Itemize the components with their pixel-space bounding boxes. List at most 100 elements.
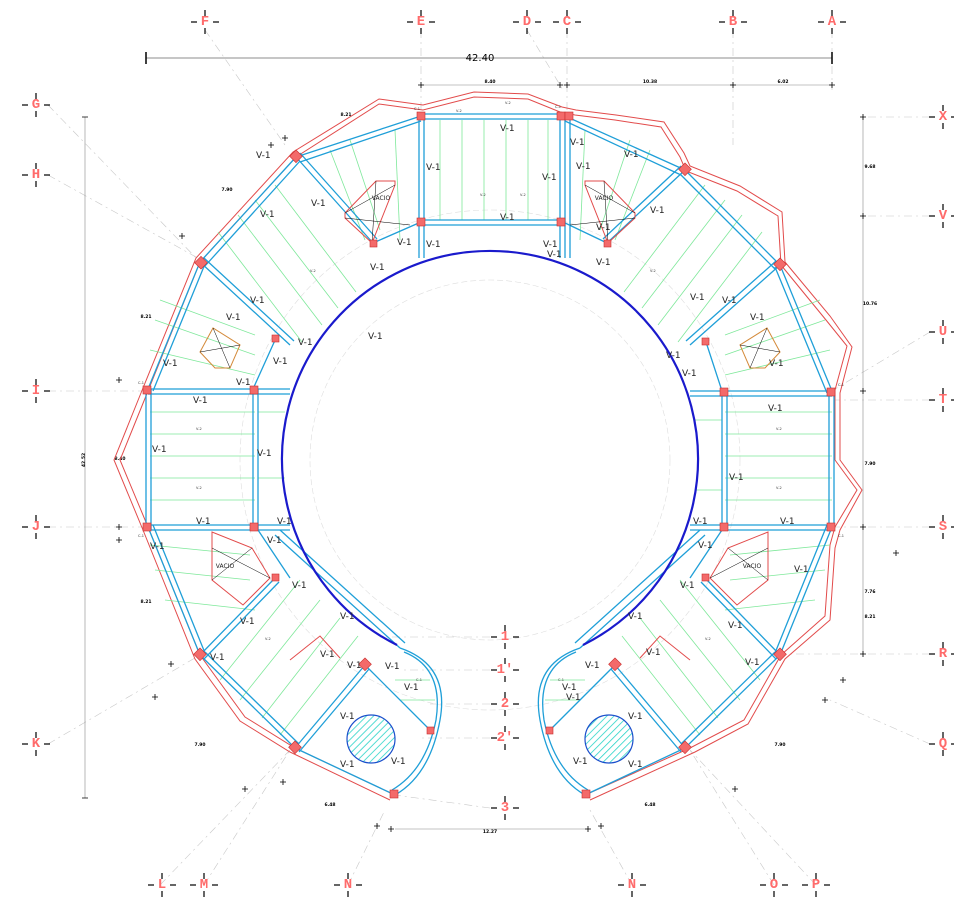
axis-label-A: A	[828, 14, 837, 30]
circular-shafts	[346, 714, 634, 764]
beam-label: V-1	[780, 517, 795, 527]
axis-marker-U: U	[929, 320, 954, 344]
beam-label: V-1	[794, 565, 809, 575]
beam-label: V-1	[196, 517, 211, 527]
central-void-ring	[280, 249, 700, 646]
axis-marker-N-right: N	[618, 873, 646, 897]
axis-label-C: C	[563, 14, 572, 30]
axis-marker-Q: Q	[929, 732, 954, 756]
dim-right-5: 8.21	[864, 614, 875, 620]
bottom-axis-labels: L M N N O P	[148, 873, 830, 897]
dim-left-bottom: 7.90	[194, 742, 205, 748]
reference-circles	[239, 209, 741, 711]
axis-marker-2: 2	[491, 692, 519, 716]
column-label: C-1	[838, 383, 844, 387]
beam-label: V-1	[500, 213, 515, 223]
beam-label: V-1	[682, 369, 697, 379]
beam-label: V-1	[370, 263, 385, 273]
beam-label: V-1	[576, 162, 591, 172]
beam-label: V-1	[624, 150, 639, 160]
axis-label-O: O	[770, 877, 778, 893]
axis-label-N-right: N	[628, 877, 636, 893]
column-label: C-1	[138, 381, 144, 385]
dim-right-4: 7.76	[864, 589, 875, 595]
dim-top-3: 6.02	[777, 79, 788, 85]
beam-label: V-1	[666, 351, 681, 361]
joist-label: V-2	[196, 486, 202, 490]
beam-label: V-1	[769, 359, 784, 369]
axis-label-G: G	[32, 97, 40, 113]
axis-label-E: E	[417, 14, 425, 30]
joist-label: V-2	[265, 637, 271, 641]
dim-right-3: 7.90	[864, 461, 875, 467]
column-label: C-1	[416, 678, 422, 682]
circular-shaft-right	[584, 714, 634, 764]
axis-label-F: F	[201, 14, 209, 30]
beam-label: V-1	[277, 517, 292, 527]
axis-marker-S: S	[929, 515, 954, 539]
axis-label-M: M	[200, 877, 208, 893]
beam-label: V-1	[320, 650, 335, 660]
beam-label: V-1	[368, 332, 383, 342]
axis-marker-K: K	[22, 732, 50, 756]
axis-label-1prime: 1'	[497, 662, 514, 678]
joist-label: V-2	[776, 427, 782, 431]
beam-label: V-1	[693, 517, 708, 527]
dim-bottom-right: 6.48	[644, 802, 655, 808]
axis-marker-G: G	[22, 93, 50, 117]
beam-label: V-1	[260, 210, 275, 220]
beam-label: V-1	[566, 693, 581, 703]
axis-label-H: H	[32, 167, 40, 183]
axis-label-1: 1	[501, 629, 509, 645]
axis-marker-V: V	[929, 204, 954, 228]
axis-label-2: 2	[501, 696, 509, 712]
dim-left-upper-1: 8.21	[340, 112, 351, 118]
beam-label: V-1	[745, 658, 760, 668]
left-axis-labels: G H I J K	[22, 93, 50, 756]
beam-label: V-1	[768, 404, 783, 414]
axis-label-L: L	[158, 877, 166, 893]
axis-label-T: T	[939, 392, 947, 408]
beam-label: V-1	[292, 581, 307, 591]
beam-label: V-1	[267, 536, 282, 546]
beam-label: V-1	[690, 293, 705, 303]
beam-label: V-1	[226, 313, 241, 323]
beam-label: V-1	[397, 238, 412, 248]
beam-label: V-1	[628, 712, 643, 722]
axis-label-X: X	[939, 109, 948, 125]
beam-label: V-1	[273, 357, 288, 367]
beam-label: V-1	[426, 240, 441, 250]
overall-dimension-label: 42.40	[466, 53, 495, 64]
primary-beams	[145, 113, 835, 796]
axis-label-2prime: 2'	[497, 730, 514, 746]
beam-label: V-1	[596, 258, 611, 268]
joist-label: V-2	[650, 269, 656, 273]
axis-marker-3: 3	[491, 796, 519, 820]
beam-label: V-1	[585, 661, 600, 671]
beam-label: V-1	[193, 396, 208, 406]
columns	[142, 111, 836, 799]
beam-labels: V-1 V-1 V-1 V-1 V-1 V-1 V-1 V-1 V-1 V-1 …	[150, 124, 809, 770]
axis-label-V: V	[939, 208, 948, 224]
beam-label: V-1	[404, 683, 419, 693]
vacio-openings: VACIO VACIO VACIO VACIO	[199, 180, 781, 661]
column-label: C-1	[555, 105, 561, 109]
axis-marker-R: R	[929, 642, 954, 666]
beam-label: V-1	[311, 199, 326, 209]
beam-label: V-1	[750, 313, 765, 323]
beam-label: V-1	[257, 449, 272, 459]
axis-label-K: K	[32, 736, 41, 752]
axis-marker-1prime: 1'	[491, 658, 519, 682]
beam-label: V-1	[340, 612, 355, 622]
beam-label: V-1	[163, 359, 178, 369]
beam-label: V-1	[729, 473, 744, 483]
axis-marker-X: X	[929, 105, 954, 129]
beam-label: V-1	[340, 712, 355, 722]
beam-label: V-1	[240, 617, 255, 627]
axis-label-J: J	[32, 519, 40, 535]
joist-label: V-2	[505, 101, 511, 105]
axis-label-N-left: N	[344, 877, 352, 893]
axis-marker-D: D	[513, 10, 541, 34]
joist-label: V-2	[456, 109, 462, 113]
